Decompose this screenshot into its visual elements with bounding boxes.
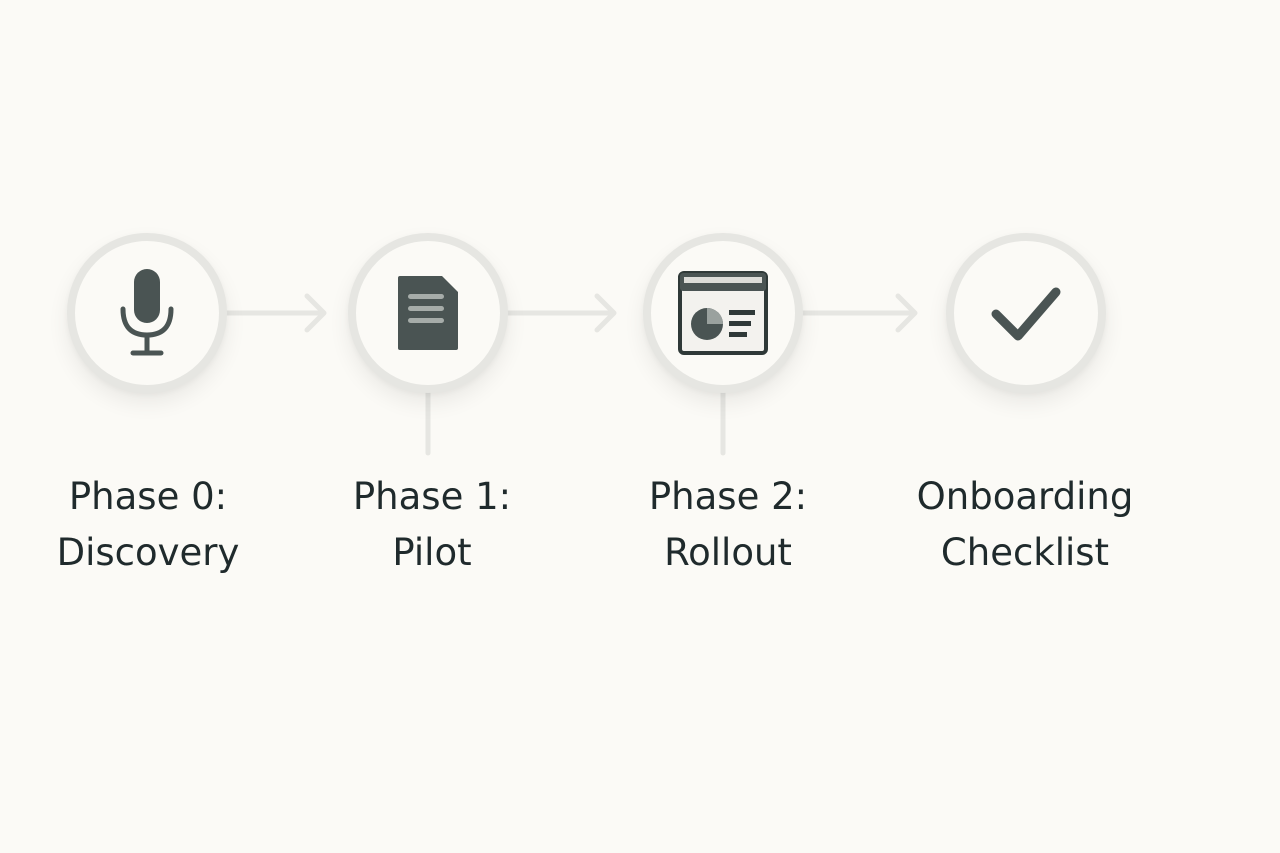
phase-3-label: Onboarding Checklist <box>885 469 1165 581</box>
document-icon <box>396 274 460 352</box>
microphone-icon <box>117 265 177 361</box>
checkmark-icon <box>988 282 1064 344</box>
arrow-head-1-2 <box>594 293 617 333</box>
phase-0-label: Phase 0: Discovery <box>8 469 288 581</box>
phase-1-label-line1: Phase 1: <box>352 475 512 518</box>
phase-2-label: Phase 2: Rollout <box>588 469 868 581</box>
arrow-head-0-1 <box>304 293 327 333</box>
arrow-head-2-3 <box>895 293 918 333</box>
phase-3-label-line2: Checklist <box>940 531 1110 574</box>
phase-0-label-line2: Discovery <box>56 531 240 574</box>
phase-3-label-line1: Onboarding <box>916 475 1134 518</box>
dashboard-window-icon <box>677 270 769 356</box>
phase-3-node <box>946 233 1106 393</box>
phase-0-label-line1: Phase 0: <box>68 475 228 518</box>
phase-1-label-line2: Pilot <box>392 531 472 574</box>
phase-2-label-line1: Phase 2: <box>648 475 808 518</box>
phase-2-label-line2: Rollout <box>664 531 792 574</box>
phase-1-node <box>348 233 508 393</box>
phase-1-label: Phase 1: Pilot <box>292 469 572 581</box>
phase-2-node <box>643 233 803 393</box>
phase-0-node <box>67 233 227 393</box>
